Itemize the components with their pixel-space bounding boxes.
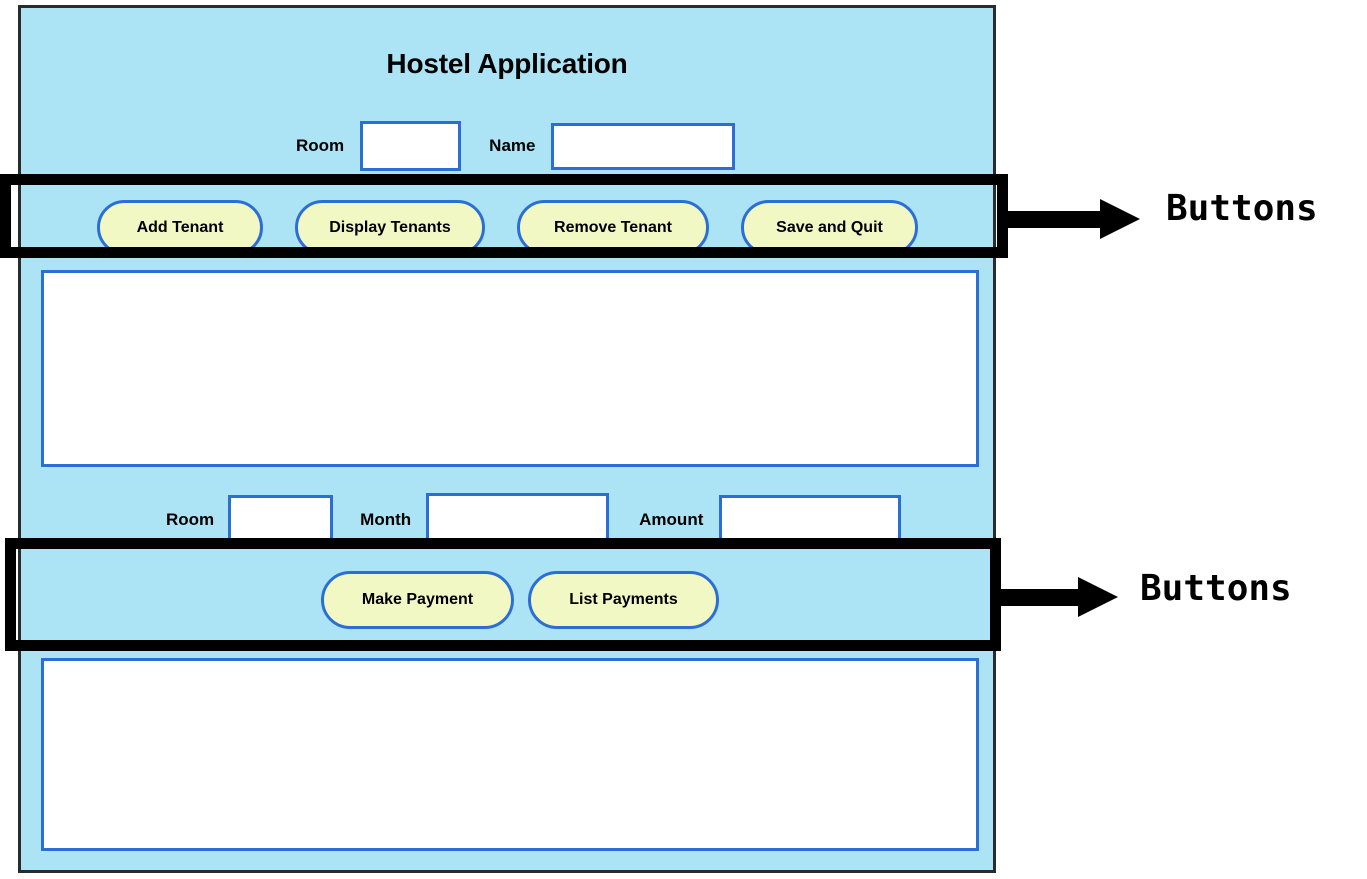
arrow-head — [1100, 199, 1140, 239]
make-payment-button[interactable]: Make Payment — [321, 571, 514, 629]
payment-room-field-label: Room — [166, 509, 215, 529]
payment-button-row: Make Payment List Payments — [321, 571, 719, 629]
tenant-list-box[interactable] — [41, 270, 979, 467]
arrow-head — [1078, 577, 1118, 617]
payment-room-input[interactable] — [228, 494, 334, 545]
page-title: Hostel Application — [386, 48, 628, 79]
payment-month-field-label: Month — [360, 509, 412, 529]
name-input[interactable] — [551, 122, 736, 170]
payment-month-input[interactable] — [426, 493, 610, 546]
payment-amount-field-label: Amount — [639, 509, 704, 529]
payment-list-box[interactable] — [41, 658, 979, 851]
add-tenant-button[interactable]: Add Tenant — [97, 200, 263, 255]
application-window: Hostel Application Room Name Add Tenant … — [18, 5, 996, 873]
tenant-button-row: Add Tenant Display Tenants Remove Tenant… — [97, 200, 918, 255]
remove-tenant-button[interactable]: Remove Tenant — [517, 200, 709, 255]
payment-field-row: Room Month Amount — [166, 493, 902, 546]
name-field-label: Name — [489, 136, 536, 155]
annotation-label-tenant-buttons: Buttons — [1166, 188, 1318, 229]
room-field-label: Room — [296, 136, 345, 155]
arrow-shaft — [1000, 211, 1105, 228]
room-input[interactable] — [360, 121, 462, 171]
tenant-field-row: Room Name — [296, 121, 736, 171]
list-payments-button[interactable]: List Payments — [528, 571, 719, 629]
display-tenants-button[interactable]: Display Tenants — [295, 200, 485, 255]
annotation-label-payment-buttons: Buttons — [1140, 568, 1292, 609]
save-and-quit-button[interactable]: Save and Quit — [741, 200, 918, 255]
payment-amount-input[interactable] — [719, 495, 902, 544]
arrow-shaft — [995, 589, 1083, 606]
